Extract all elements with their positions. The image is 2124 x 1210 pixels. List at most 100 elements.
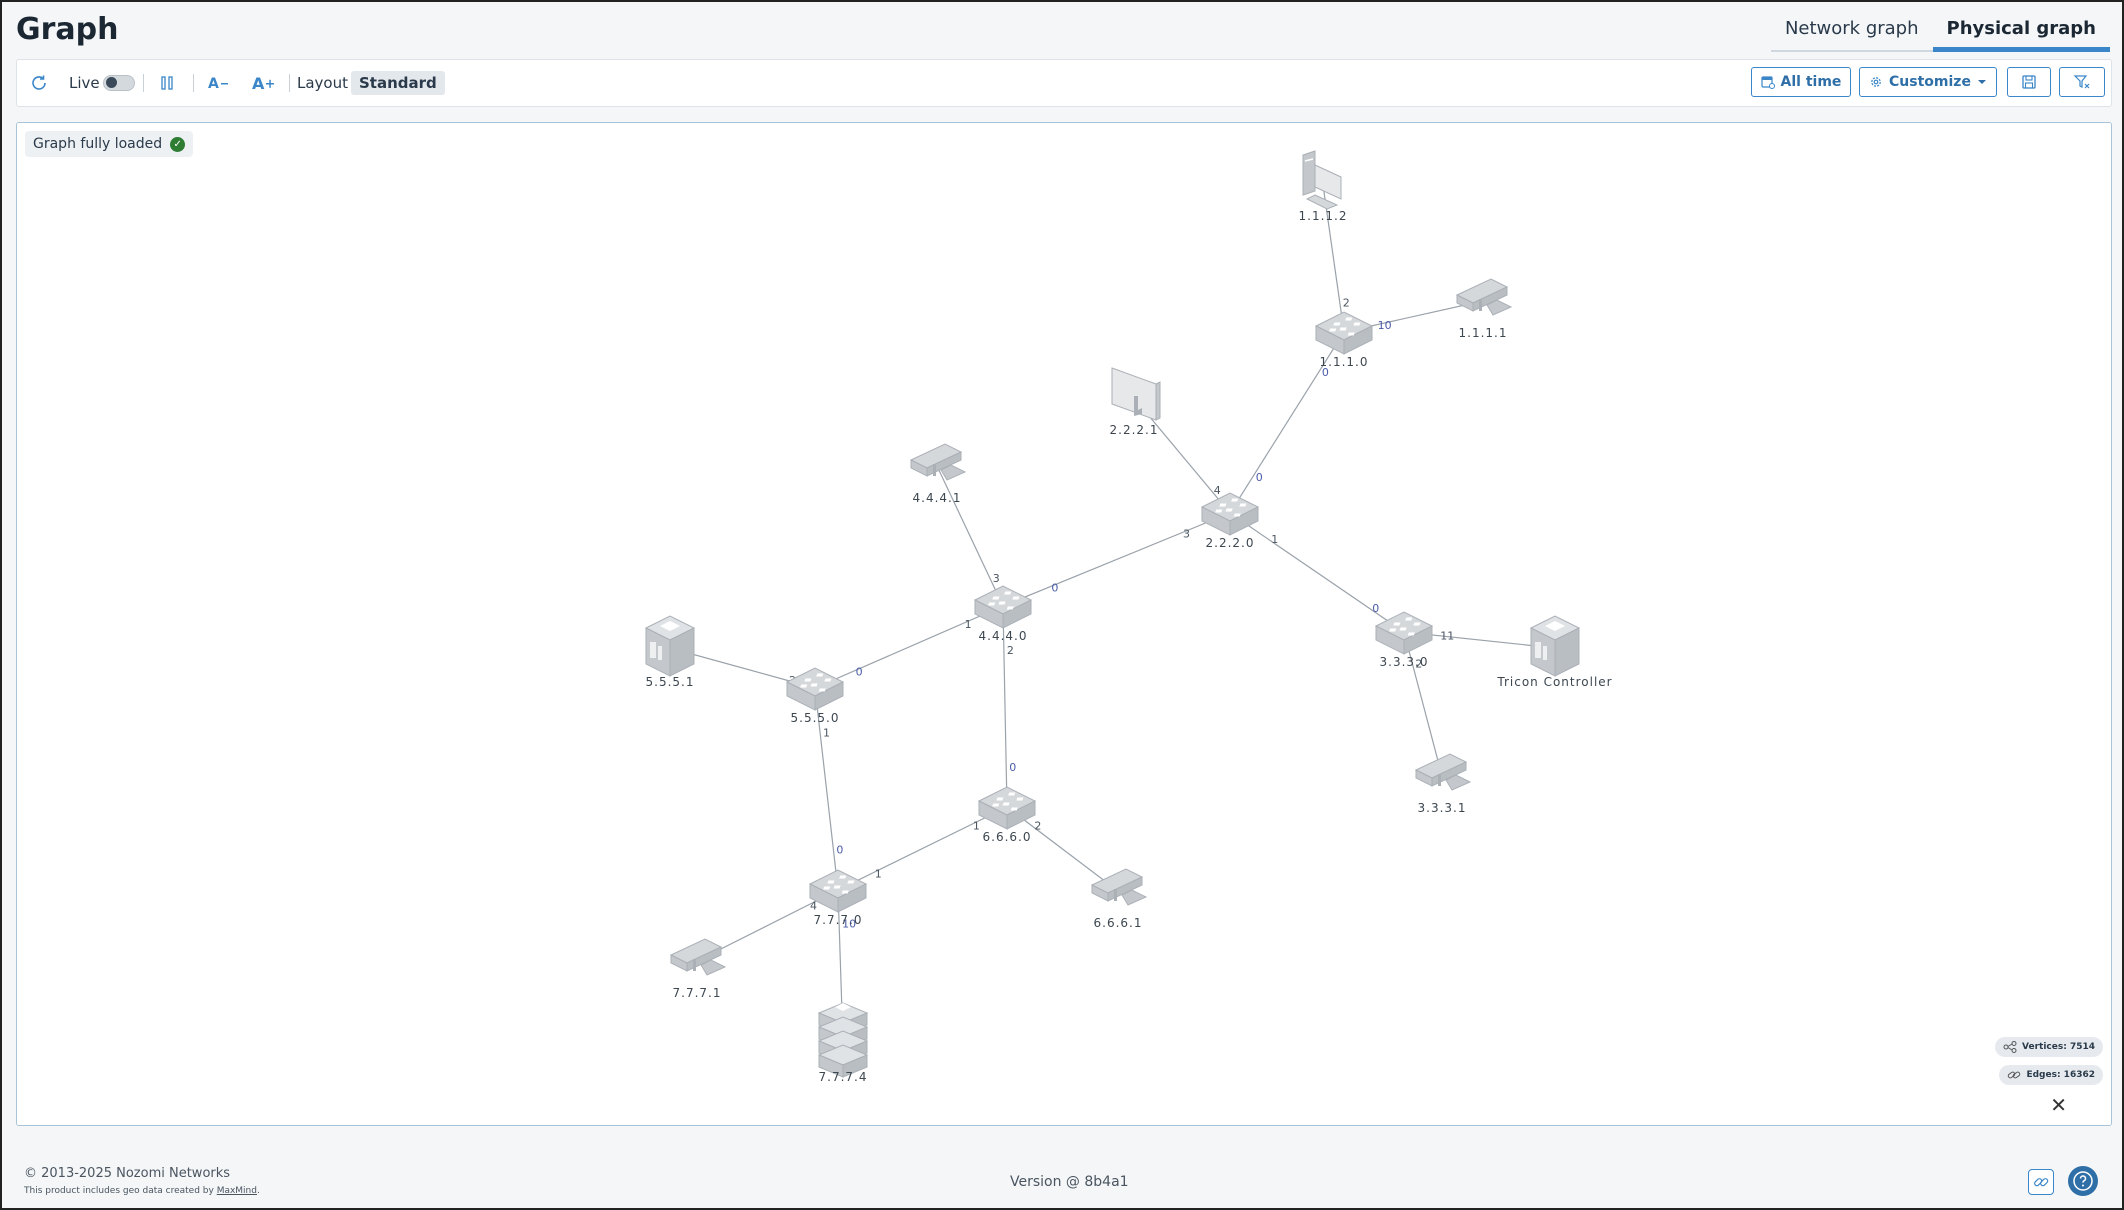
graph-node-switch[interactable]: 2.2.2.0 <box>1200 492 1260 550</box>
graph-node-workstation[interactable]: 1.1.1.2 <box>1299 150 1348 223</box>
refresh-button[interactable] <box>29 60 49 106</box>
graph-edge[interactable] <box>1403 631 1443 777</box>
customize-button[interactable]: Customize <box>1859 67 1997 97</box>
graph-status-text: Graph fully loaded <box>33 136 163 152</box>
graph-node-controller[interactable]: Tricon Controller <box>1496 615 1612 689</box>
page-title: Graph <box>16 12 119 47</box>
graph-edge[interactable] <box>1229 331 1345 514</box>
port-label: 0 <box>1256 471 1263 484</box>
node-label: 5.5.5.0 <box>791 711 840 725</box>
port-label: 0 <box>1051 581 1058 594</box>
graph-toolbar: Live A A Layout Standard <box>16 59 2112 107</box>
edges-count: Edges: 16362 <box>2026 1070 2095 1080</box>
edge-layer <box>669 184 1556 1044</box>
node-label: 1.1.1.1 <box>1459 326 1508 340</box>
tab-physical-graph[interactable]: Physical graph <box>1932 10 2110 52</box>
font-decrease-icon: A <box>208 76 228 92</box>
font-increase-button[interactable]: A <box>251 60 277 106</box>
version-text: Version @ 8b4a1 <box>1010 1174 1129 1190</box>
physical-graph[interactable]: 210004301031121020210112410 1.1.1.21.1.1… <box>17 123 2111 1125</box>
graph-node-switch[interactable]: 7.7.7.0 <box>808 869 868 927</box>
chevron-down-icon <box>1977 80 1986 84</box>
time-range-label: All time <box>1780 74 1842 90</box>
share-link-button[interactable] <box>2028 1169 2054 1195</box>
graph-node-switch[interactable]: 4.4.4.0 <box>973 585 1033 643</box>
graph-node-switch[interactable]: 1.1.1.0 <box>1314 311 1374 369</box>
port-label: 2 <box>1007 644 1014 657</box>
graph-edge[interactable] <box>814 605 1004 689</box>
graph-edge[interactable] <box>1229 512 1405 633</box>
graph-edge[interactable] <box>814 687 839 891</box>
graph-edge[interactable] <box>1002 605 1008 808</box>
port-label: 3 <box>993 572 1000 585</box>
port-label: 0 <box>1322 366 1329 379</box>
check-circle-icon: ✓ <box>170 136 186 152</box>
font-increase-icon: A <box>252 74 274 93</box>
time-range-button[interactable]: All time <box>1751 67 1851 97</box>
graph-node-panel[interactable]: 2.2.2.1 <box>1110 367 1161 437</box>
toolbar-divider <box>193 74 194 92</box>
node-label: 6.6.6.0 <box>983 830 1032 844</box>
page-header: Graph Network graph Physical graph <box>2 2 2122 54</box>
graph-edge[interactable] <box>837 806 1008 891</box>
toolbar-divider <box>289 74 290 92</box>
font-decrease-button[interactable]: A <box>207 60 231 106</box>
svg-text:A: A <box>252 74 265 93</box>
graph-node-controller[interactable]: 5.5.5.1 <box>644 615 696 689</box>
port-label: 10 <box>1378 319 1392 332</box>
port-label: 0 <box>1009 761 1016 774</box>
tab-network-graph[interactable]: Network graph <box>1784 18 1919 39</box>
geo-data-notice: This product includes geo data created b… <box>24 1186 260 1196</box>
live-toggle[interactable] <box>103 75 135 91</box>
live-label: Live <box>69 74 100 92</box>
link-icon <box>2034 1178 2049 1187</box>
pause-button[interactable] <box>159 60 175 106</box>
graph-node-camera[interactable]: 1.1.1.1 <box>1455 278 1513 340</box>
port-label: 3 <box>1183 527 1190 540</box>
port-label: 0 <box>856 666 863 679</box>
graph-edge[interactable] <box>936 465 1004 607</box>
port-label-layer: 210004301031121020210112410 <box>789 297 1454 931</box>
save-layout-button[interactable] <box>2007 67 2051 97</box>
customize-label: Customize <box>1889 74 1971 90</box>
graph-node-camera[interactable]: 3.3.3.1 <box>1414 753 1472 815</box>
graph-status-badge: Graph fully loaded ✓ <box>25 131 194 157</box>
filter-button[interactable] <box>2059 67 2105 97</box>
port-label: 1 <box>1271 533 1278 546</box>
graph-edge[interactable] <box>1006 806 1119 892</box>
port-label: 1 <box>965 618 972 631</box>
vertices-icon <box>2003 1041 2017 1053</box>
port-label: 11 <box>1440 630 1454 643</box>
node-label: 7.7.7.1 <box>673 986 722 1000</box>
graph-node-switch[interactable]: 3.3.3.0 <box>1374 611 1434 669</box>
maxmind-link[interactable]: MaxMind <box>216 1186 257 1196</box>
graph-edge[interactable] <box>1002 512 1231 607</box>
layout-select[interactable]: Standard <box>351 71 445 95</box>
graph-edge[interactable] <box>1322 184 1345 333</box>
graph-node-switch[interactable]: 6.6.6.0 <box>977 786 1037 844</box>
close-stats-icon[interactable]: ✕ <box>2050 1093 2067 1117</box>
help-button[interactable] <box>2068 1166 2098 1196</box>
link-icon <box>2008 1071 2021 1079</box>
node-layer: 1.1.1.2 1.1.1.0 1.1.1.1 2.2.2.1 2.2.2.0 4.4.4… <box>644 150 1612 1084</box>
port-label: 2 <box>1343 297 1350 310</box>
help-icon <box>2073 1171 2093 1191</box>
gear-icon <box>1871 77 1881 87</box>
layout-label: Layout <box>297 74 348 92</box>
port-label: 2 <box>1034 819 1041 832</box>
node-label: 5.5.5.1 <box>646 675 695 689</box>
graph-node-camera[interactable]: 6.6.6.1 <box>1090 868 1148 930</box>
port-label: 1 <box>875 867 882 880</box>
node-label: 2.2.2.0 <box>1206 536 1255 550</box>
edges-count-badge: Edges: 16362 <box>1999 1065 2103 1085</box>
graph-canvas[interactable]: Graph fully loaded ✓ 2100043010311210202… <box>16 122 2112 1126</box>
footer-info: © 2013-2025 Nozomi Networks This product… <box>24 1166 260 1196</box>
graph-node-server[interactable]: 7.7.7.4 <box>817 1002 869 1084</box>
graph-node-camera[interactable]: 4.4.4.1 <box>909 443 967 505</box>
refresh-icon <box>32 75 46 90</box>
graph-tabs: Network graph Physical graph <box>1770 10 2110 52</box>
node-label: 4.4.4.1 <box>913 491 962 505</box>
graph-node-switch[interactable]: 5.5.5.0 <box>785 667 845 725</box>
graph-node-camera[interactable]: 7.7.7.1 <box>669 938 727 1000</box>
node-label: 3.3.3.1 <box>1418 801 1467 815</box>
